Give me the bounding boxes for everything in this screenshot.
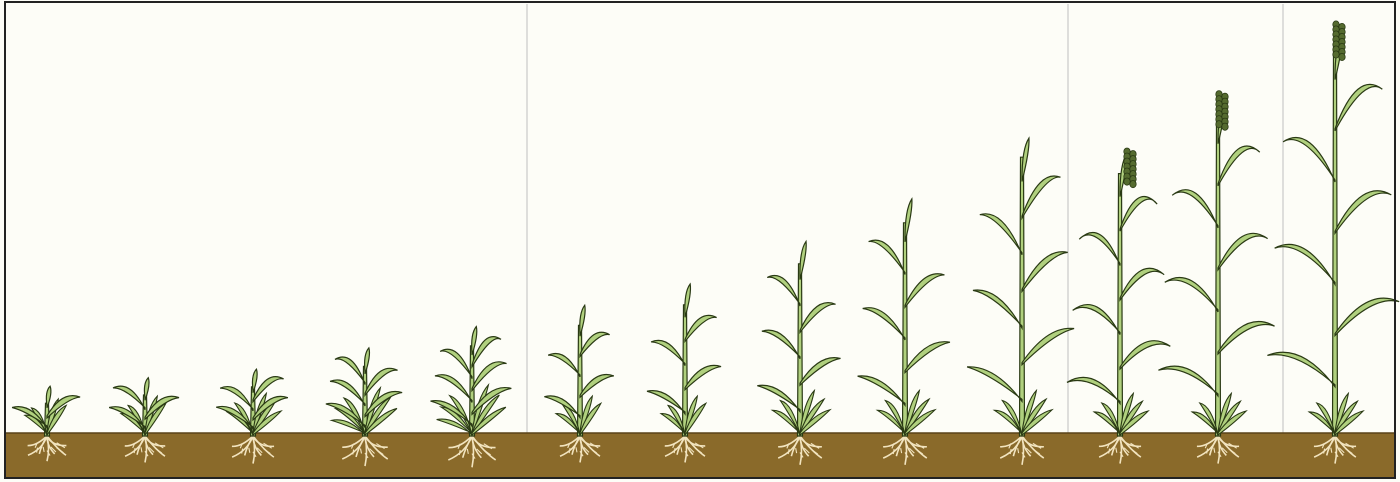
stem: [1333, 47, 1338, 437]
soil-band: [5, 433, 1395, 478]
seed-head: [1216, 91, 1228, 131]
stem: [1118, 174, 1123, 436]
seed-head: [1124, 148, 1136, 188]
stem: [683, 305, 688, 436]
seed-head: [1333, 21, 1345, 61]
stem: [1216, 116, 1221, 436]
stem: [1020, 157, 1025, 436]
